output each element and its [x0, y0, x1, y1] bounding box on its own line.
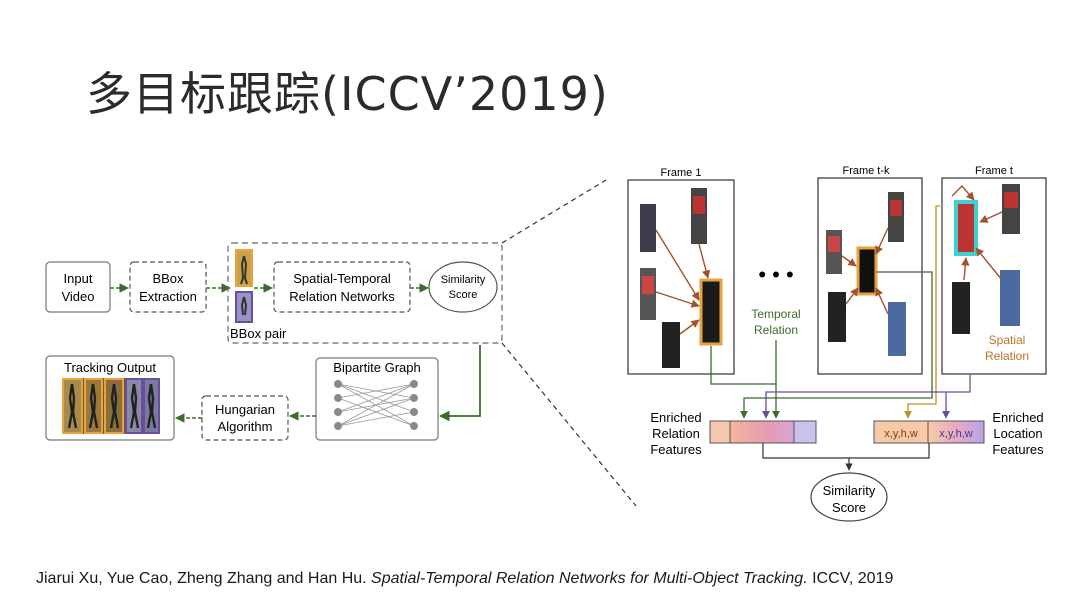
input-video-label-2: Video: [61, 289, 94, 304]
detail-similarity-label-2: Score: [832, 500, 866, 515]
frame-t-label: Frame t: [975, 165, 1013, 177]
temporal-relation-label-2: Relation: [754, 323, 798, 337]
bbox-extraction-label-2: Extraction: [139, 289, 197, 304]
frame-tk-label: Frame t-k: [842, 165, 890, 177]
frame-t-panel: Frame t Spatial Relation: [941, 165, 1047, 375]
hungarian-label-1: Hungarian: [215, 402, 275, 417]
enriched-location-label-1: Enriched: [992, 410, 1043, 425]
citation-authors: Jiarui Xu, Yue Cao, Zheng Zhang and Han …: [36, 570, 367, 587]
similarity-label-1: Similarity: [441, 274, 486, 286]
tk-to-relation-features: [740, 271, 933, 419]
spatial-relation-label-2: Relation: [985, 349, 1029, 363]
detail-similarity-label-1: Similarity: [823, 483, 876, 498]
feature-merge-line: [762, 443, 930, 459]
location-feature-bar: x,y,h,w x,y,h,w: [873, 420, 985, 444]
bbox-pair-label: BBox pair: [230, 326, 287, 341]
frame-1-target: [699, 278, 723, 346]
tracking-output-node: Tracking Output: [45, 355, 175, 441]
frame-1-panel: Frame 1: [627, 167, 735, 375]
slide-title: 多目标跟踪(ICCV’2019): [86, 67, 609, 121]
bbox-extraction-node: BBox Extraction: [129, 261, 207, 313]
bipartite-graph-node: Bipartite Graph: [315, 357, 439, 441]
frame-t-target: [954, 200, 978, 256]
enriched-relation-label-3: Features: [650, 442, 702, 457]
frames-ellipsis: • • •: [758, 262, 793, 287]
enriched-relation-label-1: Enriched: [650, 410, 701, 425]
spatial-relation-label-1: Spatial: [989, 333, 1026, 347]
tracking-output-strip: [62, 378, 160, 434]
bbox-pair: BBox pair: [230, 249, 287, 341]
bbox-thumb-1: [235, 249, 253, 287]
similarity-score-node: Similarity Score: [428, 261, 498, 313]
bipartite-graph-label: Bipartite Graph: [333, 360, 420, 375]
citation-paper: Spatial-Temporal Relation Networks for M…: [371, 570, 808, 587]
bbox-extraction-label-1: BBox: [152, 271, 184, 286]
frame-t-to-location: [904, 205, 940, 419]
location-feature-a: x,y,h,w: [884, 428, 917, 440]
strn-label-2: Relation Networks: [289, 289, 395, 304]
input-video-node: Input Video: [45, 261, 111, 313]
enriched-location-label-2: Location: [993, 426, 1042, 441]
hungarian-label-2: Algorithm: [218, 419, 273, 434]
bbox-thumb-2: [235, 291, 253, 323]
location-feature-b: x,y,h,w: [939, 428, 972, 440]
arrow-score-to-bipartite: [438, 345, 481, 422]
tracking-output-label: Tracking Output: [64, 360, 156, 375]
enriched-location-label-3: Features: [992, 442, 1044, 457]
strn-label-1: Spatial-Temporal: [293, 271, 391, 286]
frame-1-label: Frame 1: [661, 167, 702, 179]
frame-t-to-relation-purple: [762, 374, 971, 419]
frame-tk-target: [856, 246, 878, 296]
citation-venue: ICCV, 2019: [812, 570, 894, 587]
hungarian-node: Hungarian Algorithm: [201, 395, 289, 441]
enriched-relation-label-2: Relation: [652, 426, 700, 441]
zoom-line-top: [501, 179, 607, 244]
similarity-label-2: Score: [449, 289, 478, 301]
strn-node: Spatial-Temporal Relation Networks: [273, 261, 411, 313]
relation-feature-bar: [709, 420, 817, 444]
input-video-label-1: Input: [64, 271, 93, 286]
temporal-relation-label-1: Temporal: [751, 307, 800, 321]
strn-container: [227, 242, 503, 344]
citation: Jiarui Xu, Yue Cao, Zheng Zhang and Han …: [36, 570, 893, 588]
frame-tk-panel: Frame t-k: [817, 165, 923, 375]
frame1-to-temporal: [710, 340, 777, 385]
detail-similarity-score: Similarity Score: [810, 472, 888, 522]
zoom-line-bottom: [501, 342, 637, 507]
